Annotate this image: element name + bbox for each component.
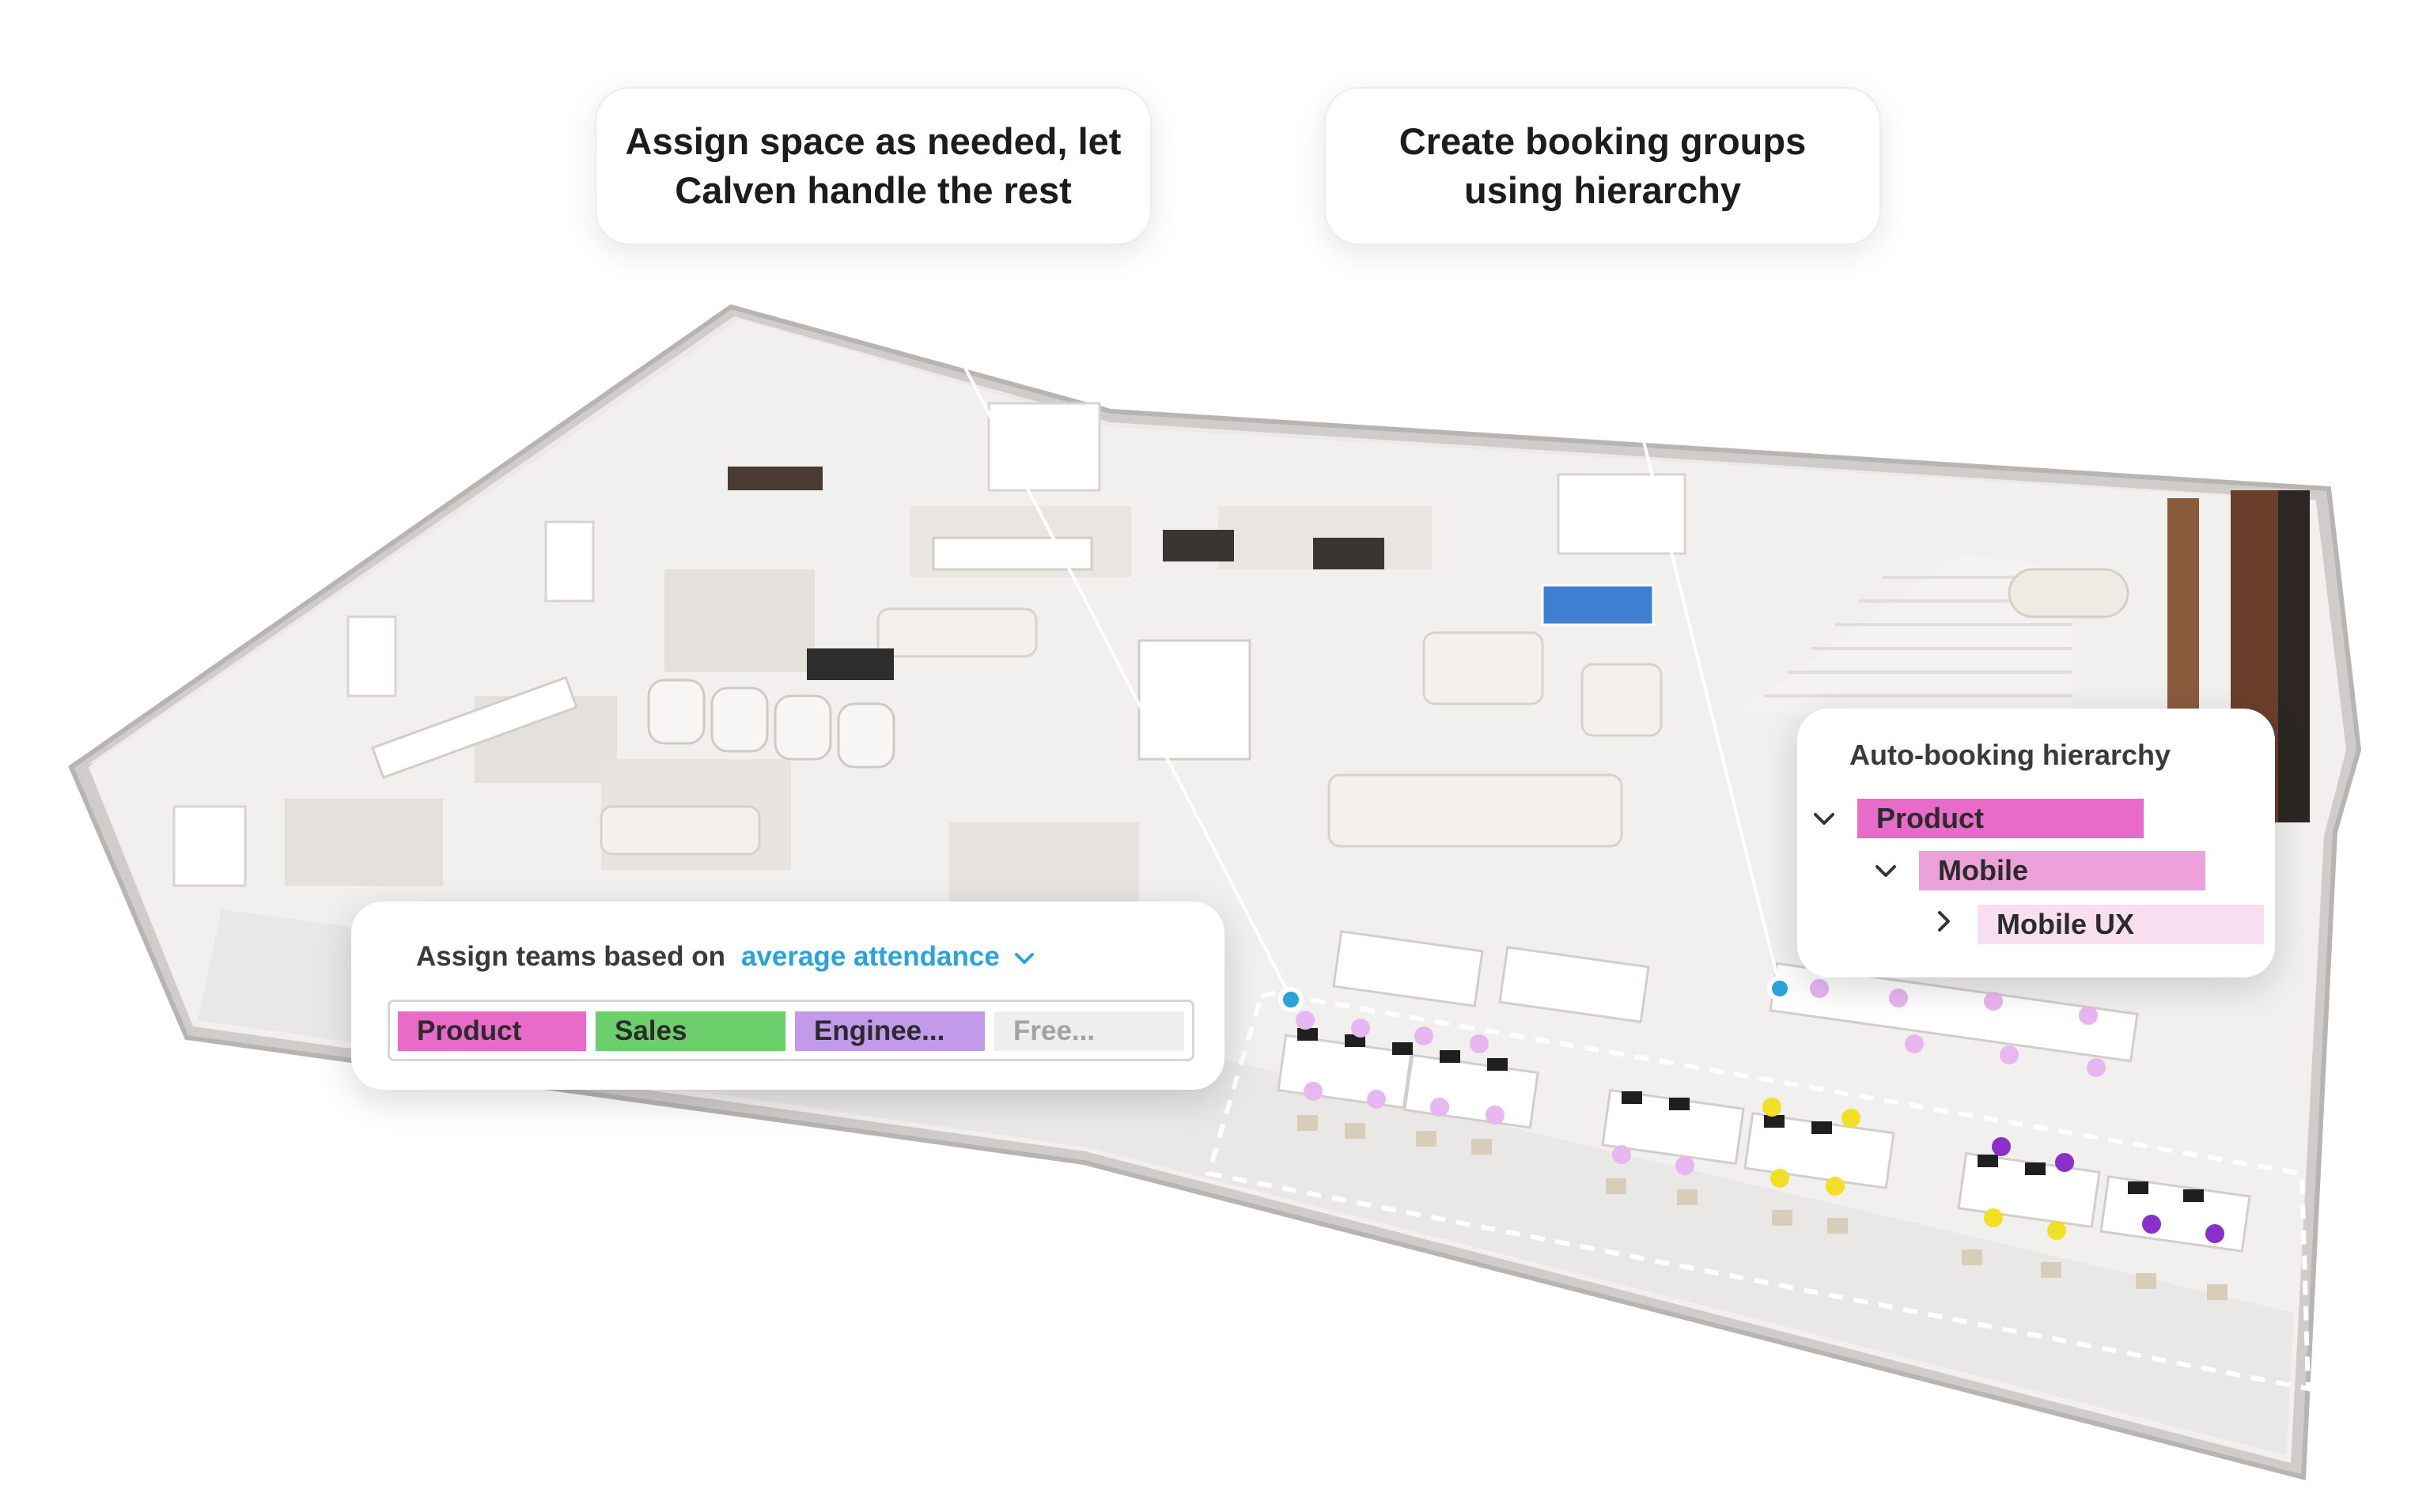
auto-booking-hierarchy-panel: Auto-booking hierarchy Product Mobile Mo…: [1797, 709, 2275, 977]
callout-booking-groups: Create booking groups using hierarchy: [1324, 87, 1881, 245]
chevron-down-icon[interactable]: [1014, 941, 1035, 973]
callout-assign-line2: Calven handle the rest: [675, 169, 1072, 211]
hierarchy-node-label[interactable]: Mobile UX: [1978, 905, 2264, 944]
chevron-down-icon[interactable]: [1808, 799, 1840, 838]
team-chip-free[interactable]: Free...: [994, 1011, 1184, 1051]
anchor-dot-groups: [1767, 976, 1792, 1001]
team-assignment-label: Assign teams based on: [416, 941, 725, 972]
desk-clusters: [1277, 930, 2251, 1300]
hierarchy-node-label[interactable]: Product: [1857, 799, 2144, 838]
callout-groups-line2: using hierarchy: [1464, 169, 1741, 211]
team-assignment-header: Assign teams based on average attendance: [416, 941, 1035, 973]
callout-assign-space: Assign space as needed, let Calven handl…: [595, 87, 1152, 245]
team-allocation-bar: Product Sales Enginee... Free...: [388, 1000, 1194, 1061]
team-chip-sales[interactable]: Sales: [596, 1011, 785, 1051]
hierarchy-title: Auto-booking hierarchy: [1849, 739, 2171, 771]
left-rooms: [172, 402, 1686, 925]
callout-groups-line1: Create booking groups: [1399, 120, 1807, 162]
team-chip-engineering[interactable]: Enginee...: [795, 1011, 985, 1051]
chevron-down-icon[interactable]: [1870, 851, 1902, 890]
anchor-dot-assign: [1278, 987, 1304, 1012]
chevron-right-icon[interactable]: [1928, 905, 1960, 944]
hierarchy-node-label[interactable]: Mobile: [1919, 851, 2205, 890]
anchor-dots: [1278, 976, 1792, 1012]
team-chip-product[interactable]: Product: [398, 1011, 586, 1051]
booking-zone-outline: [1206, 990, 2311, 1392]
attendance-metric-dropdown[interactable]: average attendance: [740, 941, 1000, 972]
callout-assign-line1: Assign space as needed, let: [625, 120, 1122, 162]
callout-leaders: [900, 244, 1781, 999]
